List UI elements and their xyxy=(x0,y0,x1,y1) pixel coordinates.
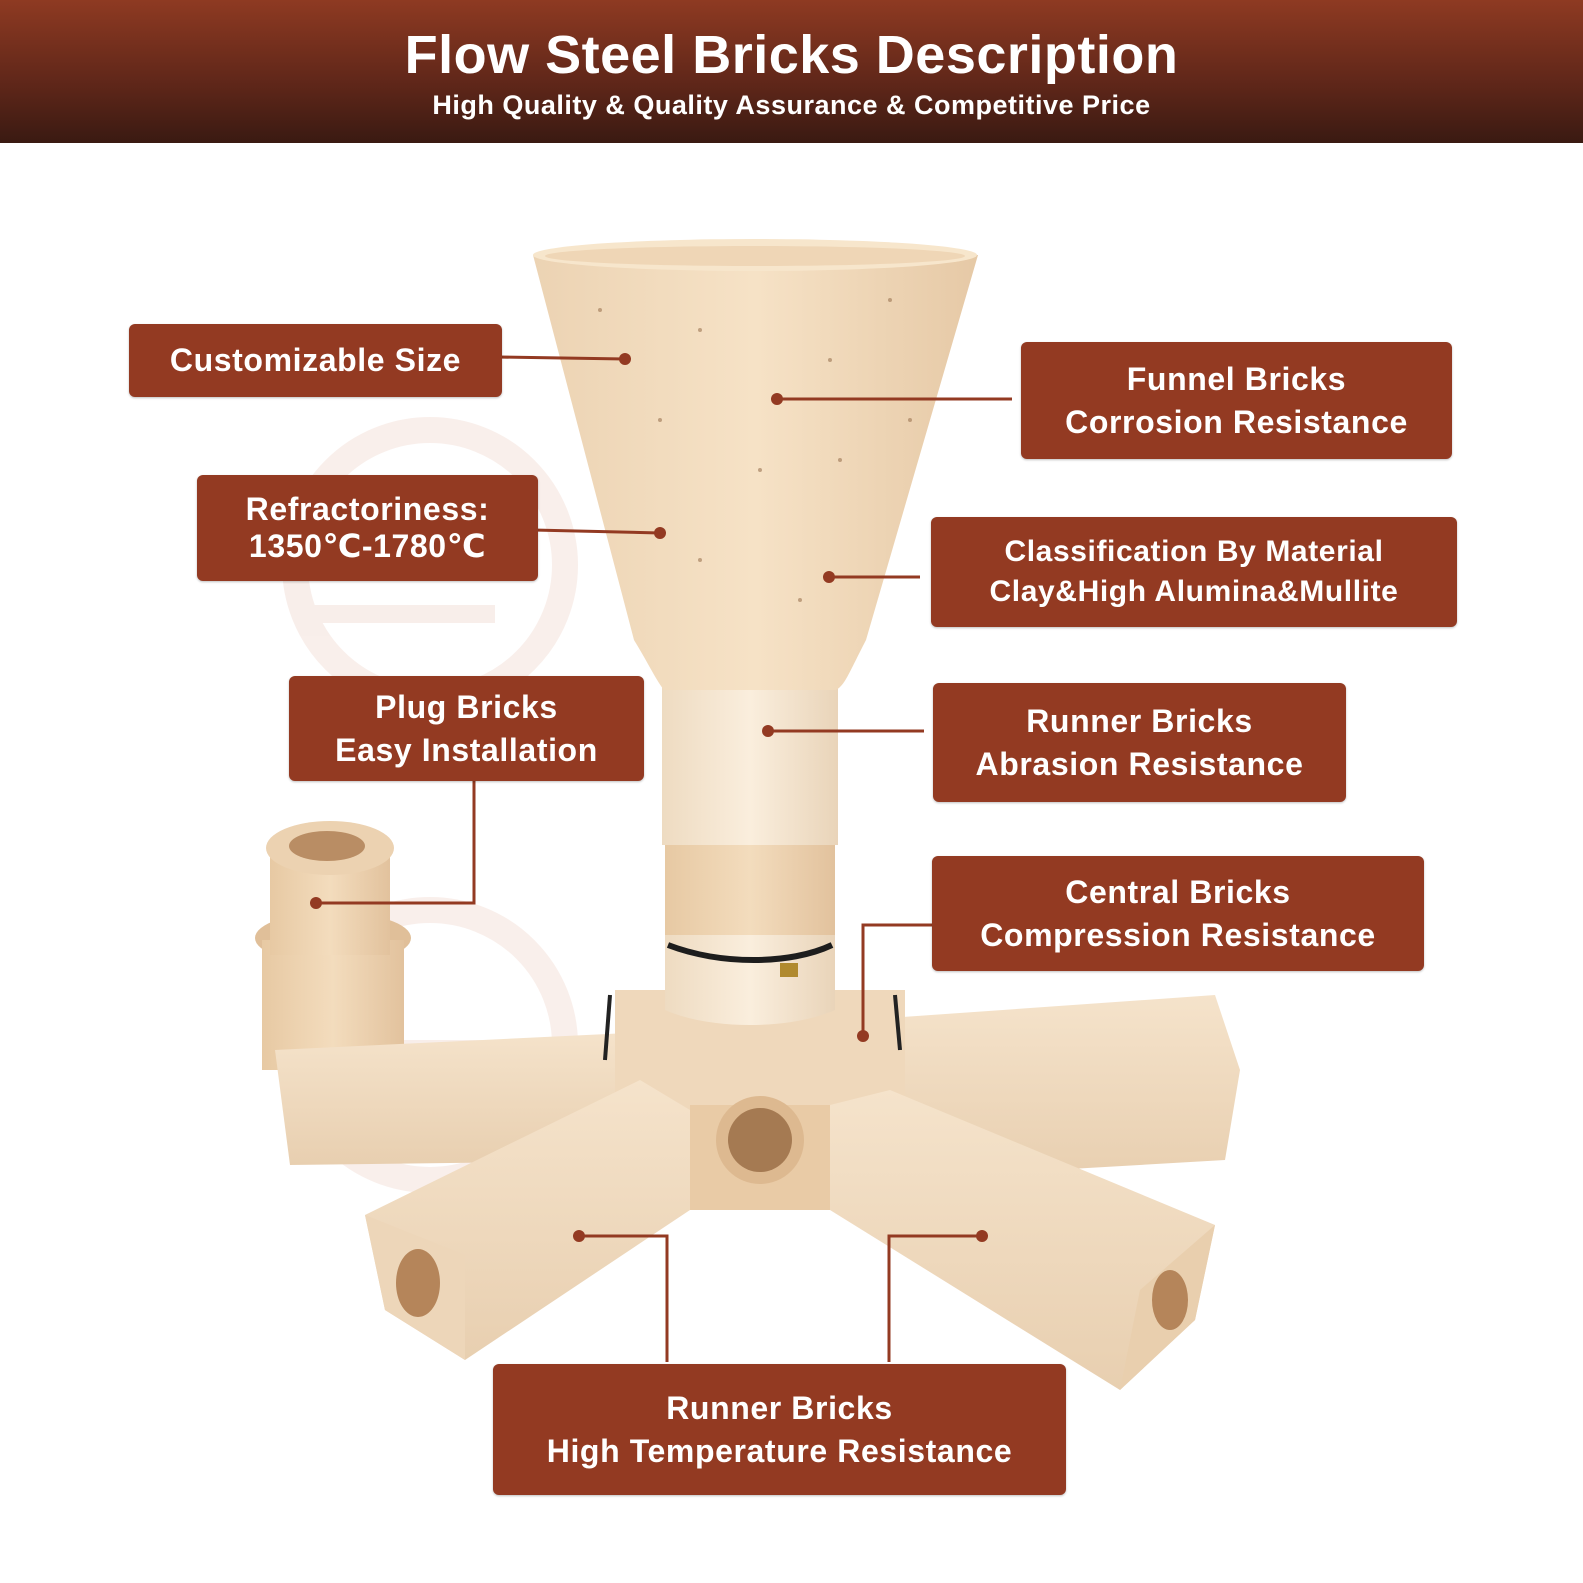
label-text: 1350℃-1780℃ xyxy=(248,528,487,564)
label-plug-bricks: Plug Bricks Easy Installation xyxy=(289,676,644,781)
runner-brick-front-right xyxy=(830,1090,1215,1390)
label-central-bricks: Central Bricks Compression Resistance xyxy=(932,856,1424,971)
tube-lower xyxy=(665,845,835,945)
page-title: Flow Steel Bricks Description xyxy=(404,25,1179,85)
label-runner-temperature: Runner Bricks High Temperature Resistanc… xyxy=(493,1364,1066,1495)
label-text: Funnel Bricks xyxy=(1126,361,1347,398)
label-text: Classification By Material xyxy=(1004,535,1384,569)
label-refractoriness: Refractoriness: 1350℃-1780℃ xyxy=(197,475,538,581)
label-text: Easy Installation xyxy=(335,731,598,768)
label-text: Refractoriness: xyxy=(245,491,490,528)
label-runner-abrasion: Runner Bricks Abrasion Resistance xyxy=(933,683,1346,802)
label-funnel-bricks: Funnel Bricks Corrosion Resistance xyxy=(1021,342,1452,459)
label-text: Compression Resistance xyxy=(980,916,1376,953)
label-text: High Temperature Resistance xyxy=(546,1432,1013,1469)
label-text: Plug Bricks xyxy=(375,689,558,726)
label-classification: Classification By Material Clay&High Alu… xyxy=(931,517,1457,627)
label-text: Central Bricks xyxy=(1065,874,1291,911)
label-customizable-size: Customizable Size xyxy=(129,324,502,397)
header-banner: Flow Steel Bricks Description High Quali… xyxy=(0,0,1583,143)
label-text: Customizable Size xyxy=(169,342,462,379)
funnel-brick-shape xyxy=(533,239,978,690)
runner-brick-front-left xyxy=(365,1080,690,1360)
label-text: Clay&High Alumina&Mullite xyxy=(989,575,1399,608)
tube-upper xyxy=(662,675,838,845)
callout-dots xyxy=(310,353,988,1242)
callout-lines xyxy=(316,355,1012,1362)
label-text: Abrasion Resistance xyxy=(975,745,1304,782)
page-subtitle: High Quality & Quality Assurance & Compe… xyxy=(432,90,1151,120)
label-text: Runner Bricks xyxy=(1026,703,1253,740)
label-text: Runner Bricks xyxy=(666,1390,893,1427)
label-text: Corrosion Resistance xyxy=(1065,403,1408,440)
